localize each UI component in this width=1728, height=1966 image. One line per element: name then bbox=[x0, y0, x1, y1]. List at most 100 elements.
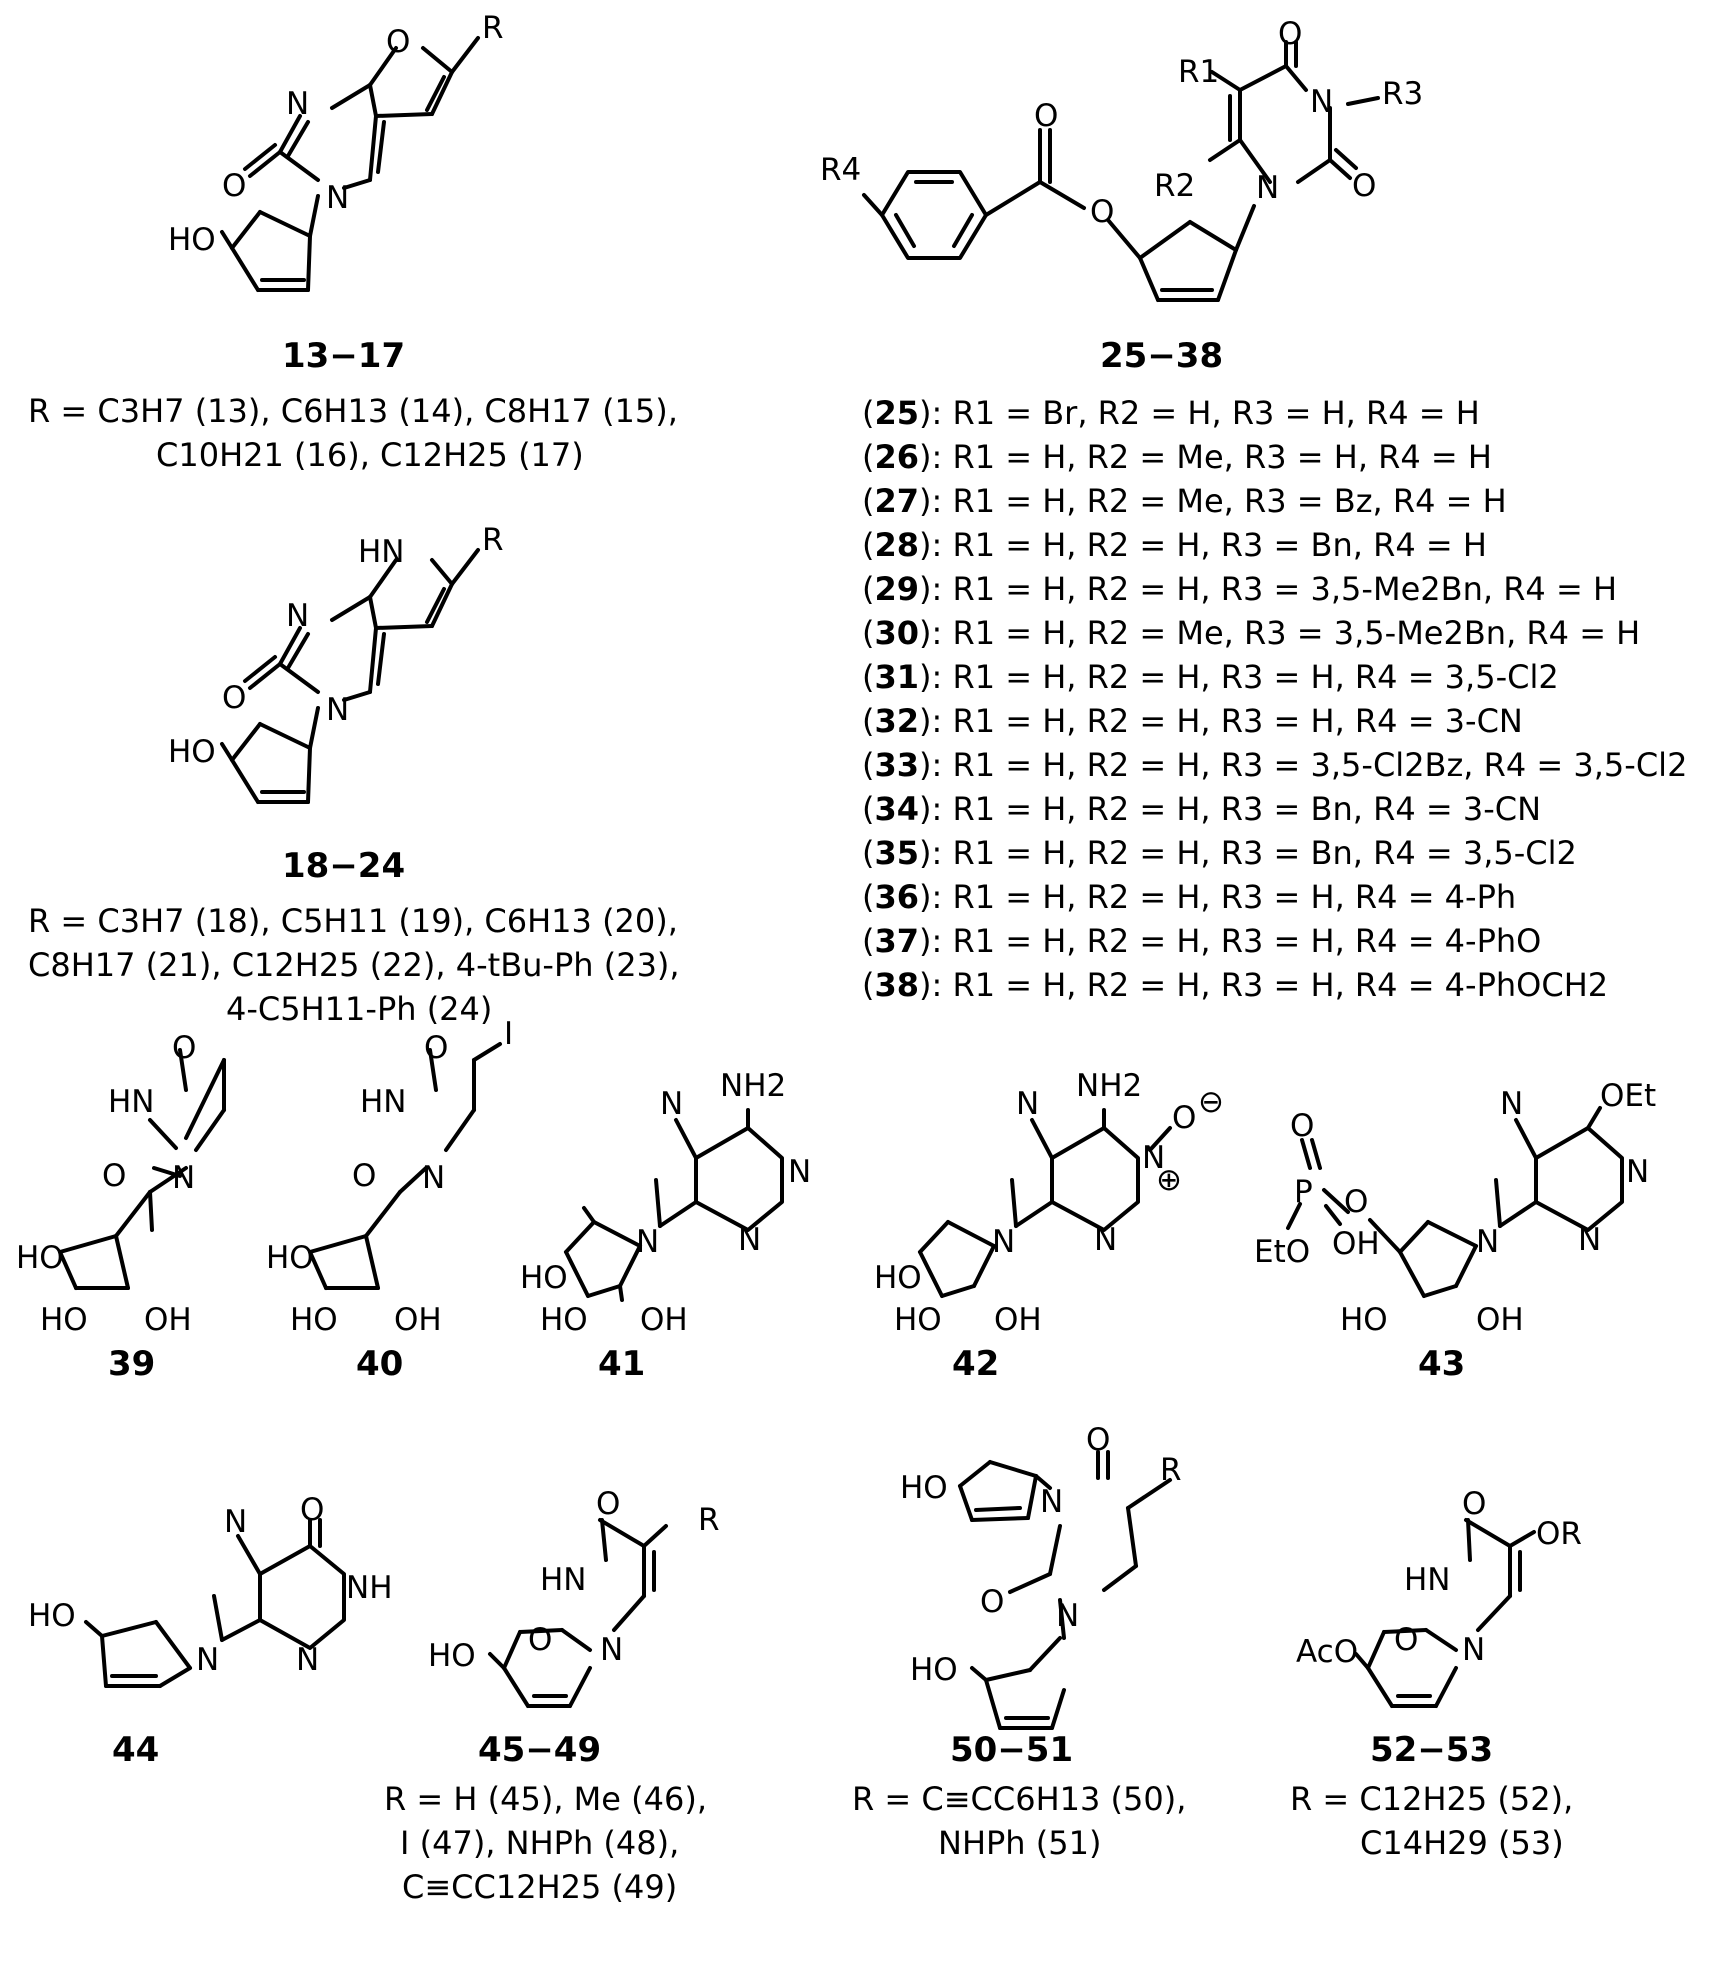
structure-18-24: HN R N N O HO bbox=[168, 522, 504, 804]
substituent-row: (28): R1 = H, R2 = H, R3 = Bn, R4 = H bbox=[862, 526, 1487, 564]
svg-text:N: N bbox=[636, 1224, 659, 1260]
svg-text:O: O bbox=[1344, 1184, 1368, 1220]
substituent-values: : R1 = Br, R2 = H, R3 = H, R4 = H bbox=[931, 394, 1480, 432]
svg-text:NH: NH bbox=[346, 1570, 393, 1606]
substituent-values: : R1 = H, R2 = H, R3 = Bn, R4 = 3-CN bbox=[931, 790, 1542, 828]
svg-text:HO: HO bbox=[428, 1638, 476, 1674]
caption-13-17-line2: C10H21 (16), C12H25 (17) bbox=[156, 436, 584, 474]
caption-52-53-line2: C14H29 (53) bbox=[1360, 1824, 1564, 1862]
svg-text:N: N bbox=[788, 1154, 811, 1190]
substituent-values: : R1 = H, R2 = H, R3 = 3,5-Me2Bn, R4 = H bbox=[931, 570, 1618, 608]
compound-number: 36 bbox=[874, 878, 920, 916]
svg-text:O: O bbox=[1090, 194, 1114, 230]
svg-text:N: N bbox=[296, 1642, 319, 1678]
svg-text:⊕: ⊕ bbox=[1156, 1162, 1182, 1198]
substituent-values: : R1 = H, R2 = H, R3 = H, R4 = 4-PhOCH2 bbox=[931, 966, 1609, 1004]
svg-text:N: N bbox=[1462, 1632, 1485, 1668]
structure-50-51: O R N N O HO HO bbox=[900, 1422, 1182, 1730]
svg-text:HO: HO bbox=[40, 1302, 88, 1338]
compound-label-44: 44 bbox=[112, 1730, 160, 1770]
substituent-values: : R1 = H, R2 = H, R3 = H, R4 = 3,5-Cl2 bbox=[931, 658, 1559, 696]
svg-text:O: O bbox=[1278, 16, 1302, 52]
compound-label-39: 39 bbox=[108, 1344, 156, 1384]
caption-50-51-line1: R = C≡CC6H13 (50), bbox=[852, 1780, 1187, 1818]
svg-text:N: N bbox=[1476, 1224, 1499, 1260]
svg-text:N: N bbox=[1626, 1154, 1649, 1190]
compound-number: 25 bbox=[874, 394, 920, 432]
svg-text:OH: OH bbox=[394, 1302, 442, 1338]
svg-text:O: O bbox=[1462, 1486, 1486, 1522]
svg-text:NH2: NH2 bbox=[720, 1068, 786, 1104]
svg-text:N: N bbox=[600, 1632, 623, 1668]
svg-text:HO: HO bbox=[168, 734, 216, 770]
svg-text:OEt: OEt bbox=[1600, 1078, 1656, 1114]
svg-text:OH: OH bbox=[1476, 1302, 1524, 1338]
svg-text:N: N bbox=[1016, 1086, 1039, 1122]
substituent-values: : R1 = H, R2 = Me, R3 = H, R4 = H bbox=[931, 438, 1492, 476]
compound-number: 38 bbox=[874, 966, 920, 1004]
svg-text:HO: HO bbox=[910, 1652, 958, 1688]
caption-45-49-line1: R = H (45), Me (46), bbox=[384, 1780, 707, 1818]
structure-52-53: O OR HN N O AcO bbox=[1296, 1486, 1582, 1708]
svg-text:HO: HO bbox=[540, 1302, 588, 1338]
svg-text:R3: R3 bbox=[1382, 76, 1423, 112]
svg-text:HO: HO bbox=[520, 1260, 568, 1296]
compound-number: 30 bbox=[874, 614, 920, 652]
svg-text:HO: HO bbox=[1340, 1302, 1388, 1338]
structure-41: NH2 N N N N HO HO OH bbox=[520, 1068, 811, 1338]
svg-text:O: O bbox=[980, 1584, 1004, 1620]
substituent-values: : R1 = H, R2 = H, R3 = 3,5-Cl2Bz, R4 = 3… bbox=[931, 746, 1688, 784]
svg-text:OH: OH bbox=[1332, 1226, 1380, 1262]
svg-text:HN: HN bbox=[358, 534, 405, 570]
substituent-row: (38): R1 = H, R2 = H, R3 = H, R4 = 4-PhO… bbox=[862, 966, 1609, 1004]
substituent-values: : R1 = H, R2 = H, R3 = Bn, R4 = H bbox=[931, 526, 1487, 564]
svg-text:R1: R1 bbox=[1178, 54, 1219, 90]
compound-number: 26 bbox=[874, 438, 920, 476]
svg-text:HO: HO bbox=[16, 1240, 64, 1276]
caption-45-49-line3: C≡CC12H25 (49) bbox=[402, 1868, 678, 1906]
svg-text:O: O bbox=[352, 1158, 376, 1194]
svg-text:HN: HN bbox=[1404, 1562, 1451, 1598]
svg-text:O: O bbox=[528, 1622, 552, 1658]
substituent-row: (32): R1 = H, R2 = H, R3 = H, R4 = 3-CN bbox=[862, 702, 1523, 740]
svg-text:N: N bbox=[1142, 1140, 1165, 1176]
structure-39: O HN N O HO HO OH bbox=[16, 1030, 226, 1338]
substituent-row: (30): R1 = H, R2 = Me, R3 = 3,5-Me2Bn, R… bbox=[862, 614, 1641, 652]
caption-52-53-line1: R = C12H25 (52), bbox=[1290, 1780, 1574, 1818]
structure-40: O HN I N O HO HO OH bbox=[266, 1016, 513, 1338]
compound-label-42: 42 bbox=[952, 1344, 1000, 1384]
structure-44: O N NH N N HO bbox=[28, 1492, 393, 1688]
svg-text:HO: HO bbox=[894, 1302, 942, 1338]
substituent-values: : R1 = H, R2 = Me, R3 = 3,5-Me2Bn, R4 = … bbox=[931, 614, 1641, 652]
compound-number: 35 bbox=[874, 834, 920, 872]
svg-text:N: N bbox=[738, 1222, 761, 1258]
compound-number: 27 bbox=[874, 482, 920, 520]
svg-text:O: O bbox=[1034, 98, 1058, 134]
svg-text:OH: OH bbox=[994, 1302, 1042, 1338]
svg-text:HN: HN bbox=[108, 1084, 155, 1120]
svg-text:R: R bbox=[1160, 1452, 1182, 1488]
compound-label-50-51: 50−51 bbox=[950, 1730, 1074, 1770]
svg-text:N: N bbox=[172, 1160, 195, 1196]
svg-text:N: N bbox=[1500, 1086, 1523, 1122]
svg-text:⊖: ⊖ bbox=[1198, 1084, 1224, 1120]
caption-50-51-line2: NHPh (51) bbox=[938, 1824, 1102, 1862]
compound-label-18-24: 18−24 bbox=[282, 846, 406, 886]
svg-text:N: N bbox=[1310, 84, 1333, 120]
svg-text:HN: HN bbox=[540, 1562, 587, 1598]
caption-18-24-line3: 4-C5H11-Ph (24) bbox=[226, 990, 493, 1028]
substituent-row: (34): R1 = H, R2 = H, R3 = Bn, R4 = 3-CN bbox=[862, 790, 1542, 828]
svg-text:I: I bbox=[504, 1016, 513, 1052]
substituent-row: (36): R1 = H, R2 = H, R3 = H, R4 = 4-Ph bbox=[862, 878, 1517, 916]
compound-number: 29 bbox=[874, 570, 920, 608]
substituent-row: (26): R1 = H, R2 = Me, R3 = H, R4 = H bbox=[862, 438, 1492, 476]
svg-text:N: N bbox=[326, 692, 349, 728]
structure-25-38: O R1 N R3 O O R2 N O R4 bbox=[820, 16, 1423, 302]
svg-text:HO: HO bbox=[900, 1470, 948, 1506]
svg-text:R4: R4 bbox=[820, 152, 861, 188]
svg-text:O: O bbox=[222, 680, 246, 716]
substituent-values: : R1 = H, R2 = H, R3 = H, R4 = 4-PhO bbox=[931, 922, 1542, 960]
substituent-row: (25): R1 = Br, R2 = H, R3 = H, R4 = H bbox=[862, 394, 1480, 432]
svg-text:HO: HO bbox=[266, 1240, 314, 1276]
compound-number: 32 bbox=[874, 702, 920, 740]
